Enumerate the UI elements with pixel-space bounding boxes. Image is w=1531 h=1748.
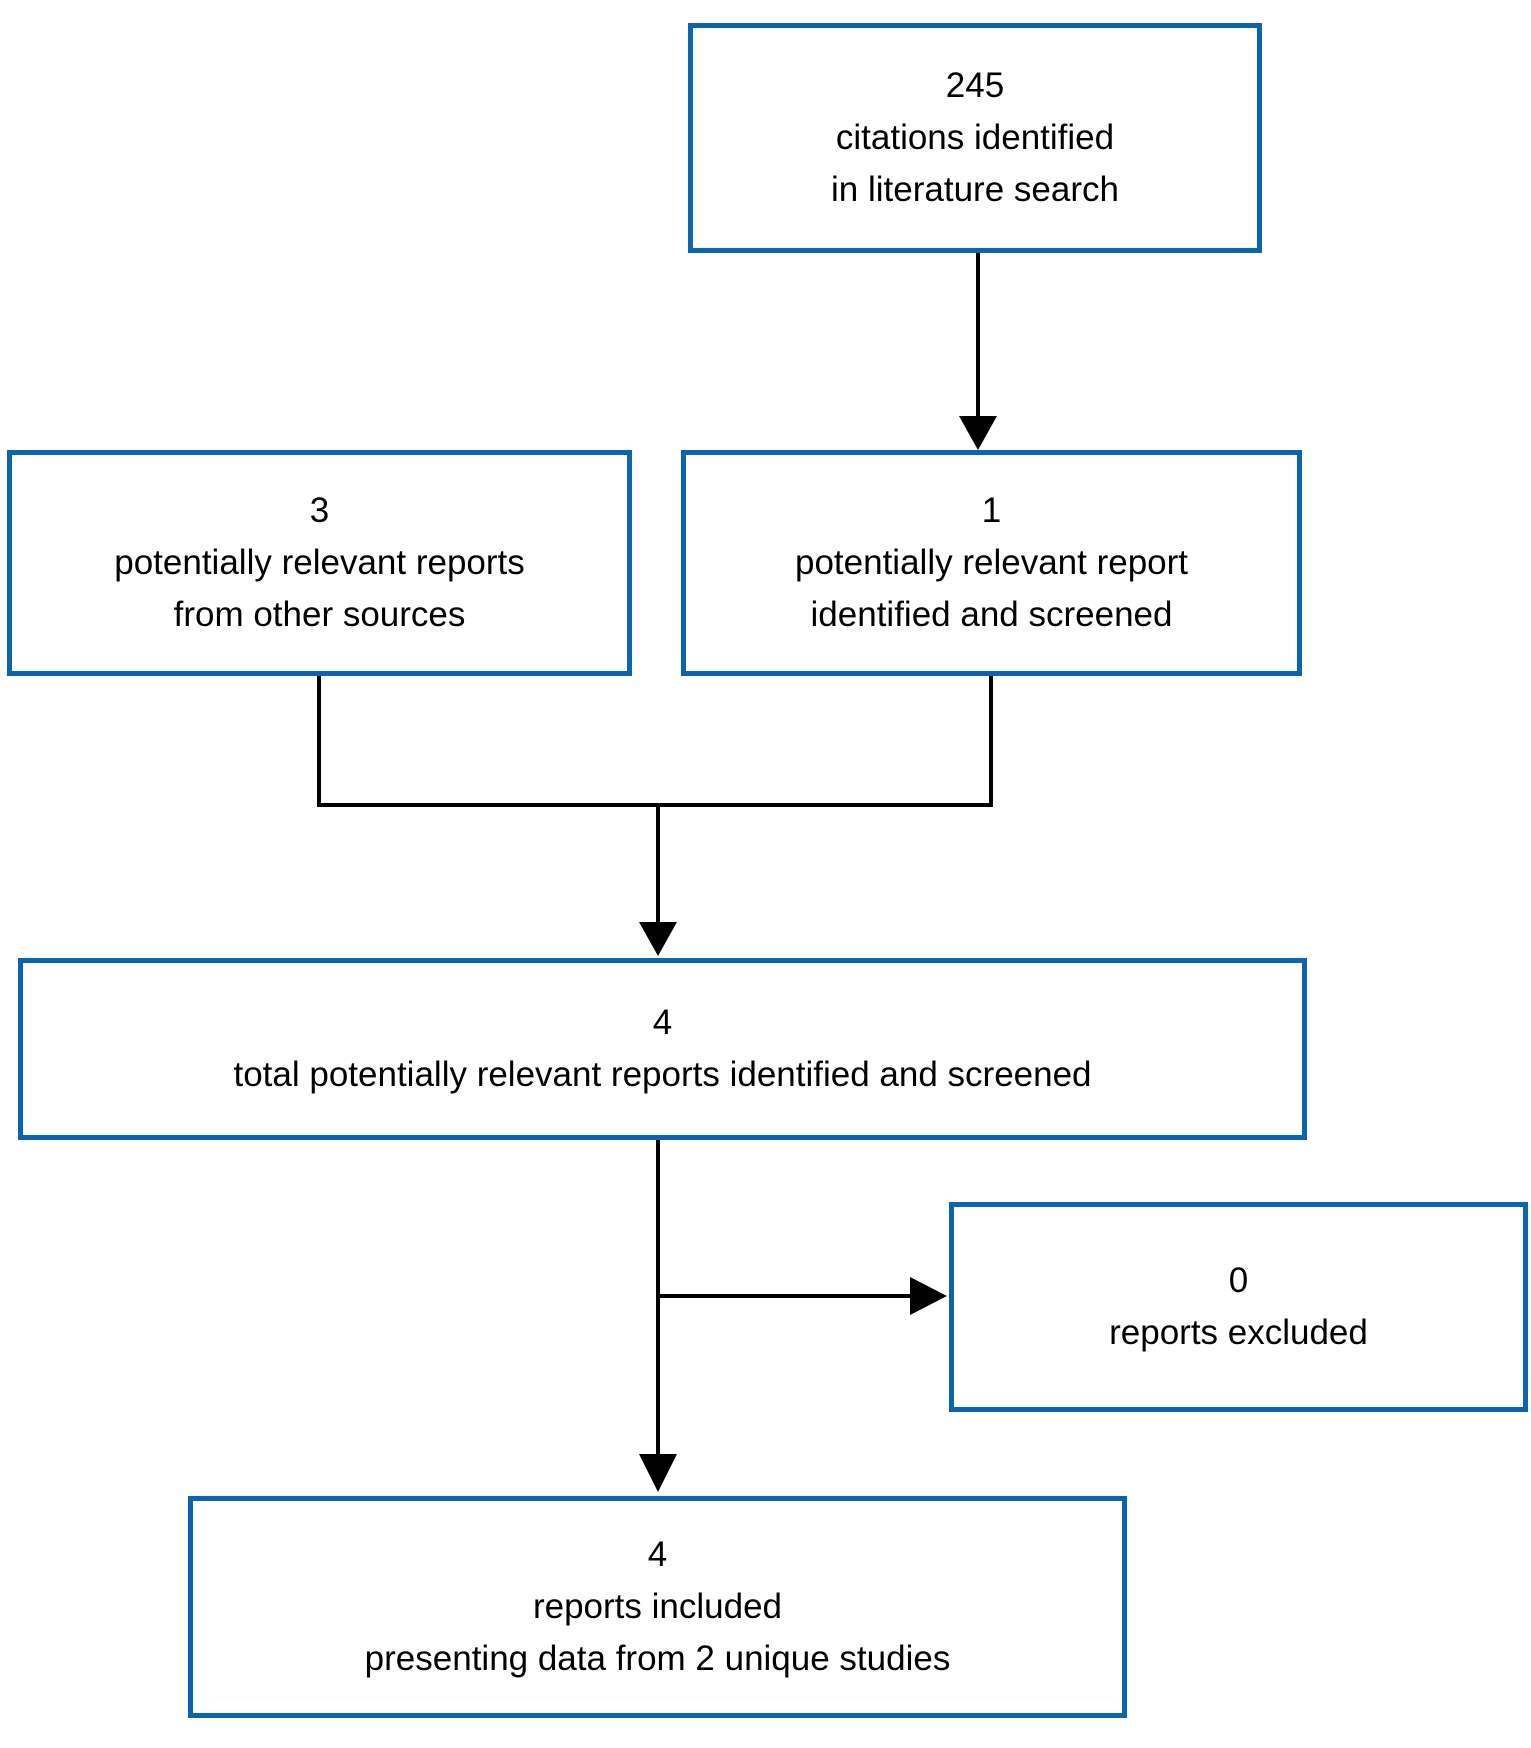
- total-count: 4: [652, 1003, 673, 1042]
- screened-count: 1: [981, 491, 1002, 530]
- other-sources-label-line1: potentially relevant reports: [114, 543, 525, 582]
- total-label-line1: total potentially relevant reports ident…: [233, 1055, 1092, 1094]
- other-sources-count: 3: [309, 491, 330, 530]
- screened-label-line2: identified and screened: [810, 595, 1173, 634]
- other-sources-label-line2: from other sources: [173, 595, 466, 634]
- citations-count: 245: [945, 66, 1005, 105]
- node-other-sources: 3 potentially relevant reports from othe…: [7, 450, 632, 676]
- node-reports-excluded: 0 reports excluded: [949, 1202, 1528, 1412]
- node-report-screened: 1 potentially relevant report identified…: [681, 450, 1302, 676]
- screened-label-line1: potentially relevant report: [795, 543, 1188, 582]
- edge-total-to-excluded-arrowhead: [910, 1277, 947, 1315]
- edge-merge-to-total-arrowhead: [639, 922, 677, 956]
- included-label-line1: reports included: [532, 1587, 783, 1626]
- node-citations-identified: 245 citations identified in literature s…: [688, 23, 1262, 253]
- citations-label-line2: in literature search: [831, 170, 1119, 209]
- edge-citations-to-screened-arrowhead: [959, 416, 997, 450]
- included-count: 4: [647, 1535, 668, 1574]
- included-label-line2: presenting data from 2 unique studies: [364, 1639, 951, 1678]
- excluded-label-line1: reports excluded: [1109, 1313, 1368, 1352]
- citations-label-line1: citations identified: [835, 118, 1115, 157]
- node-total-screened: 4 total potentially relevant reports ide…: [18, 958, 1307, 1140]
- edge-total-to-included-arrowhead: [639, 1454, 677, 1492]
- excluded-count: 0: [1228, 1261, 1249, 1300]
- node-reports-included: 4 reports included presenting data from …: [188, 1496, 1127, 1718]
